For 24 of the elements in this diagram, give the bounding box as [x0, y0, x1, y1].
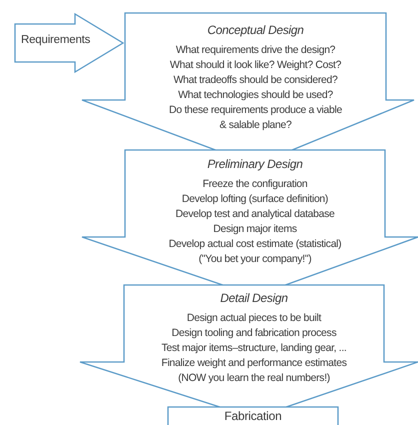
- stage-item: Freeze the configuration: [202, 177, 308, 192]
- stage-title: Detail Design: [220, 291, 288, 306]
- stage-item: What technologies should be used?: [178, 88, 333, 103]
- stage-item: Develop lofting (surface definition): [182, 192, 328, 207]
- stage-item: Develop actual cost estimate (statistical): [168, 237, 342, 252]
- input-block: [15, 14, 123, 72]
- stage-item: What requirements drive the design?: [176, 43, 336, 58]
- stage-item: Test major items–structure, landing gear, ...: [161, 341, 346, 356]
- stage-item: Design tooling and fabrication process: [172, 326, 336, 341]
- stage-title: Conceptual Design: [207, 23, 304, 38]
- stage-item: What should it look like? Weight? Cost?: [170, 58, 342, 73]
- stage-title: Preliminary Design: [207, 157, 303, 172]
- stage-item: (NOW you learn the real numbers!): [178, 371, 330, 386]
- stage-item: Design major items: [213, 222, 297, 237]
- stage-item: Do these requirements produce a viable & salable plane?: [168, 103, 343, 133]
- stage-item: Design actual pieces to be built: [186, 311, 322, 326]
- stage-item: What tradeoffs should be considered?: [173, 73, 338, 88]
- stage-item: ("You bet your company!"): [198, 252, 312, 267]
- stage-title: Fabrication: [224, 408, 282, 424]
- stage-block: [82, 150, 418, 285]
- input-label: Requirements: [21, 33, 90, 48]
- stage-box: [168, 407, 338, 425]
- stage-item: Finalize weight and performance estimates: [161, 356, 347, 371]
- stage-item: Develop test and analytical database: [175, 207, 334, 222]
